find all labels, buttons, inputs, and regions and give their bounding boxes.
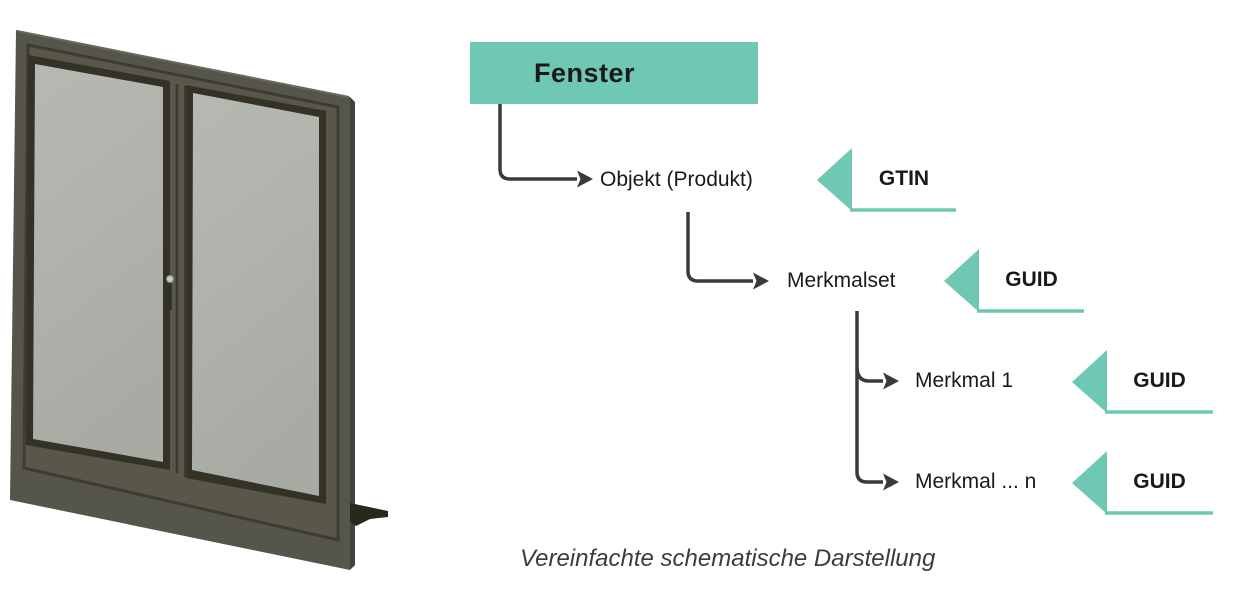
gtin-flag-triangle-icon: [817, 148, 852, 211]
window-handle-knob: [166, 275, 174, 283]
connector-root-to-objekt: [498, 104, 577, 181]
guid-flag-merkmal-1-triangle-icon: [1072, 350, 1107, 413]
node-label-merkmal-1: Merkmal 1: [915, 369, 1014, 392]
diagram-caption: Vereinfachte schematische Darstellung: [520, 545, 936, 572]
window-frame-top-highlight: [16, 30, 350, 98]
tag-label-guid-merkmal-1: GUID: [1133, 369, 1186, 392]
connector-branch-to-merkmal-1: [855, 366, 883, 383]
node-label-merkmalset: Merkmalset: [787, 269, 896, 292]
arrowhead-merkmal-1: [883, 372, 899, 390]
window-right-glass: [192, 93, 319, 496]
window-left-glass: [33, 64, 163, 462]
window-product-render: [10, 30, 388, 570]
node-label-merkmal-n: Merkmal ... n: [915, 470, 1037, 493]
tag-label-gtin: GTIN: [878, 167, 930, 190]
root-node-label: Fenster: [534, 57, 636, 88]
tag-label-guid-merkmal-n: GUID: [1133, 470, 1186, 493]
connector-merkmalset-to-merkmal-n: [855, 311, 883, 484]
tag-label-guid-merkmalset: GUID: [1005, 268, 1058, 291]
arrowhead-merkmal-n: [883, 473, 899, 491]
guid-flag-merkmal-n-triangle-icon: [1072, 451, 1107, 514]
window-sill: [350, 503, 388, 526]
connector-objekt-to-merkmalset: [686, 212, 753, 283]
window-frame-right-edge: [350, 97, 355, 570]
root-node-fenster: Fenster: [470, 42, 758, 104]
guid-flag-merkmalset-triangle-icon: [944, 249, 979, 312]
node-label-objekt-produkt: Objekt (Produkt): [600, 168, 753, 191]
arrowhead-objekt: [577, 170, 593, 188]
arrowhead-merkmalset: [753, 272, 769, 290]
